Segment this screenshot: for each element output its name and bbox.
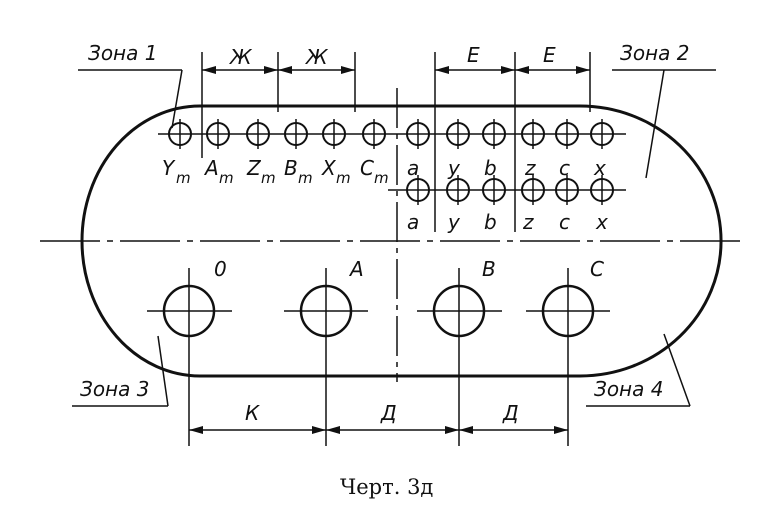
- svg-text:m: m: [219, 169, 234, 187]
- dimension-e-2-label: Е: [543, 43, 556, 67]
- svg-text:Зона 2: Зона 2: [620, 41, 689, 65]
- figure-caption: Черт. 3д: [340, 475, 433, 499]
- svg-text:m: m: [261, 169, 276, 187]
- svg-text:m: m: [298, 169, 313, 187]
- svg-text:A: A: [203, 156, 219, 180]
- large-terminal-labels: 0 A B C: [214, 257, 604, 281]
- bottom-dimensions: [189, 426, 568, 434]
- svg-text:b: b: [484, 156, 497, 180]
- svg-text:C: C: [590, 257, 604, 281]
- svg-text:x: x: [593, 156, 606, 180]
- zone-2-callout: Зона 2: [612, 41, 716, 179]
- dimension-e: [435, 66, 590, 74]
- top-row-terminals: [158, 119, 626, 149]
- svg-text:a: a: [407, 210, 419, 234]
- large-terminals: [147, 268, 610, 446]
- svg-text:0: 0: [214, 257, 227, 281]
- dimension-d-2-label: Д: [502, 401, 519, 425]
- svg-text:X: X: [321, 156, 337, 180]
- svg-text:m: m: [176, 169, 191, 187]
- dimension-zh-2-label: Ж: [304, 45, 329, 69]
- svg-text:A: A: [348, 257, 364, 281]
- svg-text:c: c: [559, 210, 570, 234]
- top-row-labels: Y m A m Z m B m X m C m a y b z c x: [162, 156, 606, 187]
- dimension-d-1-label: Д: [380, 401, 397, 425]
- svg-text:b: b: [484, 210, 497, 234]
- board-outline: [80, 104, 723, 378]
- svg-text:Зона 1: Зона 1: [88, 41, 157, 65]
- svg-text:Y: Y: [162, 156, 176, 180]
- svg-text:z: z: [524, 156, 536, 180]
- svg-text:z: z: [522, 210, 534, 234]
- svg-text:y: y: [447, 210, 461, 234]
- zone-1-callout: Зона 1: [78, 41, 183, 129]
- top-extension-lines: [201, 52, 591, 232]
- svg-text:B: B: [482, 257, 496, 281]
- svg-text:a: a: [407, 156, 419, 180]
- svg-text:m: m: [374, 169, 389, 187]
- dimension-e-1-label: Е: [467, 43, 480, 67]
- dimension-zh-1-label: Ж: [228, 45, 253, 69]
- svg-text:Z: Z: [246, 156, 262, 180]
- dimension-zh: [202, 66, 355, 74]
- svg-text:C: C: [360, 156, 374, 180]
- svg-text:B: B: [284, 156, 298, 180]
- zone-3-callout: Зона 3: [72, 335, 169, 407]
- svg-text:Зона 4: Зона 4: [594, 377, 663, 401]
- second-row-terminals: [388, 175, 626, 205]
- svg-text:x: x: [595, 210, 608, 234]
- svg-text:c: c: [559, 156, 570, 180]
- zone-4-callout: Зона 4: [586, 333, 691, 407]
- second-row-labels: a y b z c x: [407, 210, 608, 234]
- dimension-k-label: К: [245, 401, 260, 425]
- svg-text:Зона 3: Зона 3: [80, 377, 149, 401]
- svg-text:m: m: [336, 169, 351, 187]
- svg-text:y: y: [447, 156, 461, 180]
